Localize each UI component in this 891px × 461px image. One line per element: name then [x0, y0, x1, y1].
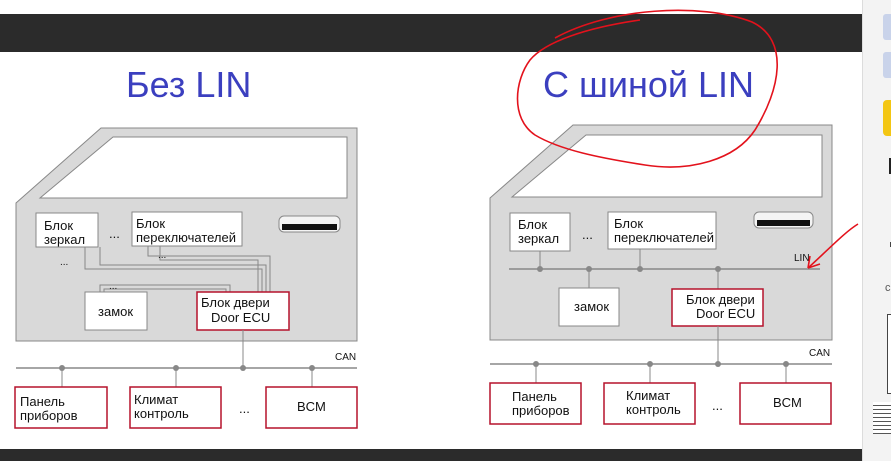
left-ellipsis-1: ... [109, 226, 120, 241]
right-lin-label: LIN [794, 253, 810, 264]
side-thumb-2[interactable] [883, 52, 891, 78]
left-bcm-label: BCM [297, 399, 326, 414]
right-switch-l2: переключателей [614, 230, 714, 245]
left-ellipsis-2: ... [60, 257, 68, 268]
side-mark-1 [889, 158, 891, 174]
left-title: Без LIN [126, 64, 252, 105]
annotation-arrow-head [807, 255, 821, 269]
left-lock-label: замок [98, 304, 133, 319]
right-mirror-block [509, 212, 571, 252]
left-panel-block [14, 386, 108, 429]
right-mirror-l2: зеркал [518, 231, 559, 246]
right-can-label: CAN [809, 348, 830, 359]
left-climate-block [129, 386, 222, 429]
right-ecu-l2: Door ECU [696, 306, 755, 321]
right-ecu-l1: Блок двери [686, 292, 755, 307]
left-switch-l1: Блок [136, 216, 165, 231]
left-bcm-block [265, 386, 358, 429]
right-title: С шиной LIN [543, 64, 755, 105]
left-can-label: CAN [335, 352, 356, 363]
left-ellipsis-4: ... [109, 281, 117, 292]
top-dark-bar [0, 14, 862, 52]
bottom-dark-bar [0, 449, 862, 461]
right-climate-block [603, 382, 696, 425]
side-yellow-marker[interactable] [883, 100, 891, 136]
right-panel-block [489, 382, 582, 425]
right-lock-block [558, 287, 620, 327]
right-door-window [510, 134, 823, 198]
right-ellipsis-2: ... [712, 398, 723, 413]
side-thumb-1[interactable] [883, 14, 891, 40]
left-switch-block [131, 211, 243, 247]
left-door-ecu [196, 291, 290, 331]
left-switch-l2: переключателей [136, 230, 236, 245]
right-mirror-l1: Блок [518, 217, 547, 232]
left-mirror-l1: Блок [44, 218, 73, 233]
left-lock-block [84, 291, 148, 331]
right-panel-l2: приборов [512, 403, 570, 418]
left-discrete-wires [84, 246, 271, 292]
right-climate-l1: Климат [626, 388, 670, 403]
left-panel-l2: приборов [20, 408, 78, 423]
right-ellipsis-1: ... [582, 227, 593, 242]
right-switch-l1: Блок [614, 216, 643, 231]
right-climate-l2: контроль [626, 402, 681, 417]
right-side-panel: c [862, 0, 891, 461]
right-switch-block [607, 211, 717, 250]
left-climate-l1: Климат [134, 392, 178, 407]
side-list-icon[interactable] [873, 402, 891, 434]
left-ecu-l1: Блок двери [201, 295, 270, 310]
left-mirror-block [35, 212, 99, 248]
left-climate-l2: контроль [134, 406, 189, 421]
side-letter: c [885, 282, 891, 294]
left-ecu-l2: Door ECU [211, 310, 270, 325]
side-thumbnail[interactable] [887, 314, 891, 394]
annotation-circle [516, 9, 778, 168]
annotation-arrow-curve [807, 223, 859, 269]
left-door-window [38, 136, 348, 199]
right-lock-label: замок [574, 299, 609, 314]
right-bcm-block [739, 382, 832, 425]
left-mirror-l2: зеркал [44, 232, 85, 247]
left-ellipsis-5: ... [239, 401, 250, 416]
right-panel-l1: Панель [512, 389, 557, 404]
right-door-ecu [671, 288, 764, 327]
left-ellipsis-3: ... [158, 250, 166, 261]
right-bcm-label: BCM [773, 395, 802, 410]
left-panel-l1: Панель [20, 394, 65, 409]
